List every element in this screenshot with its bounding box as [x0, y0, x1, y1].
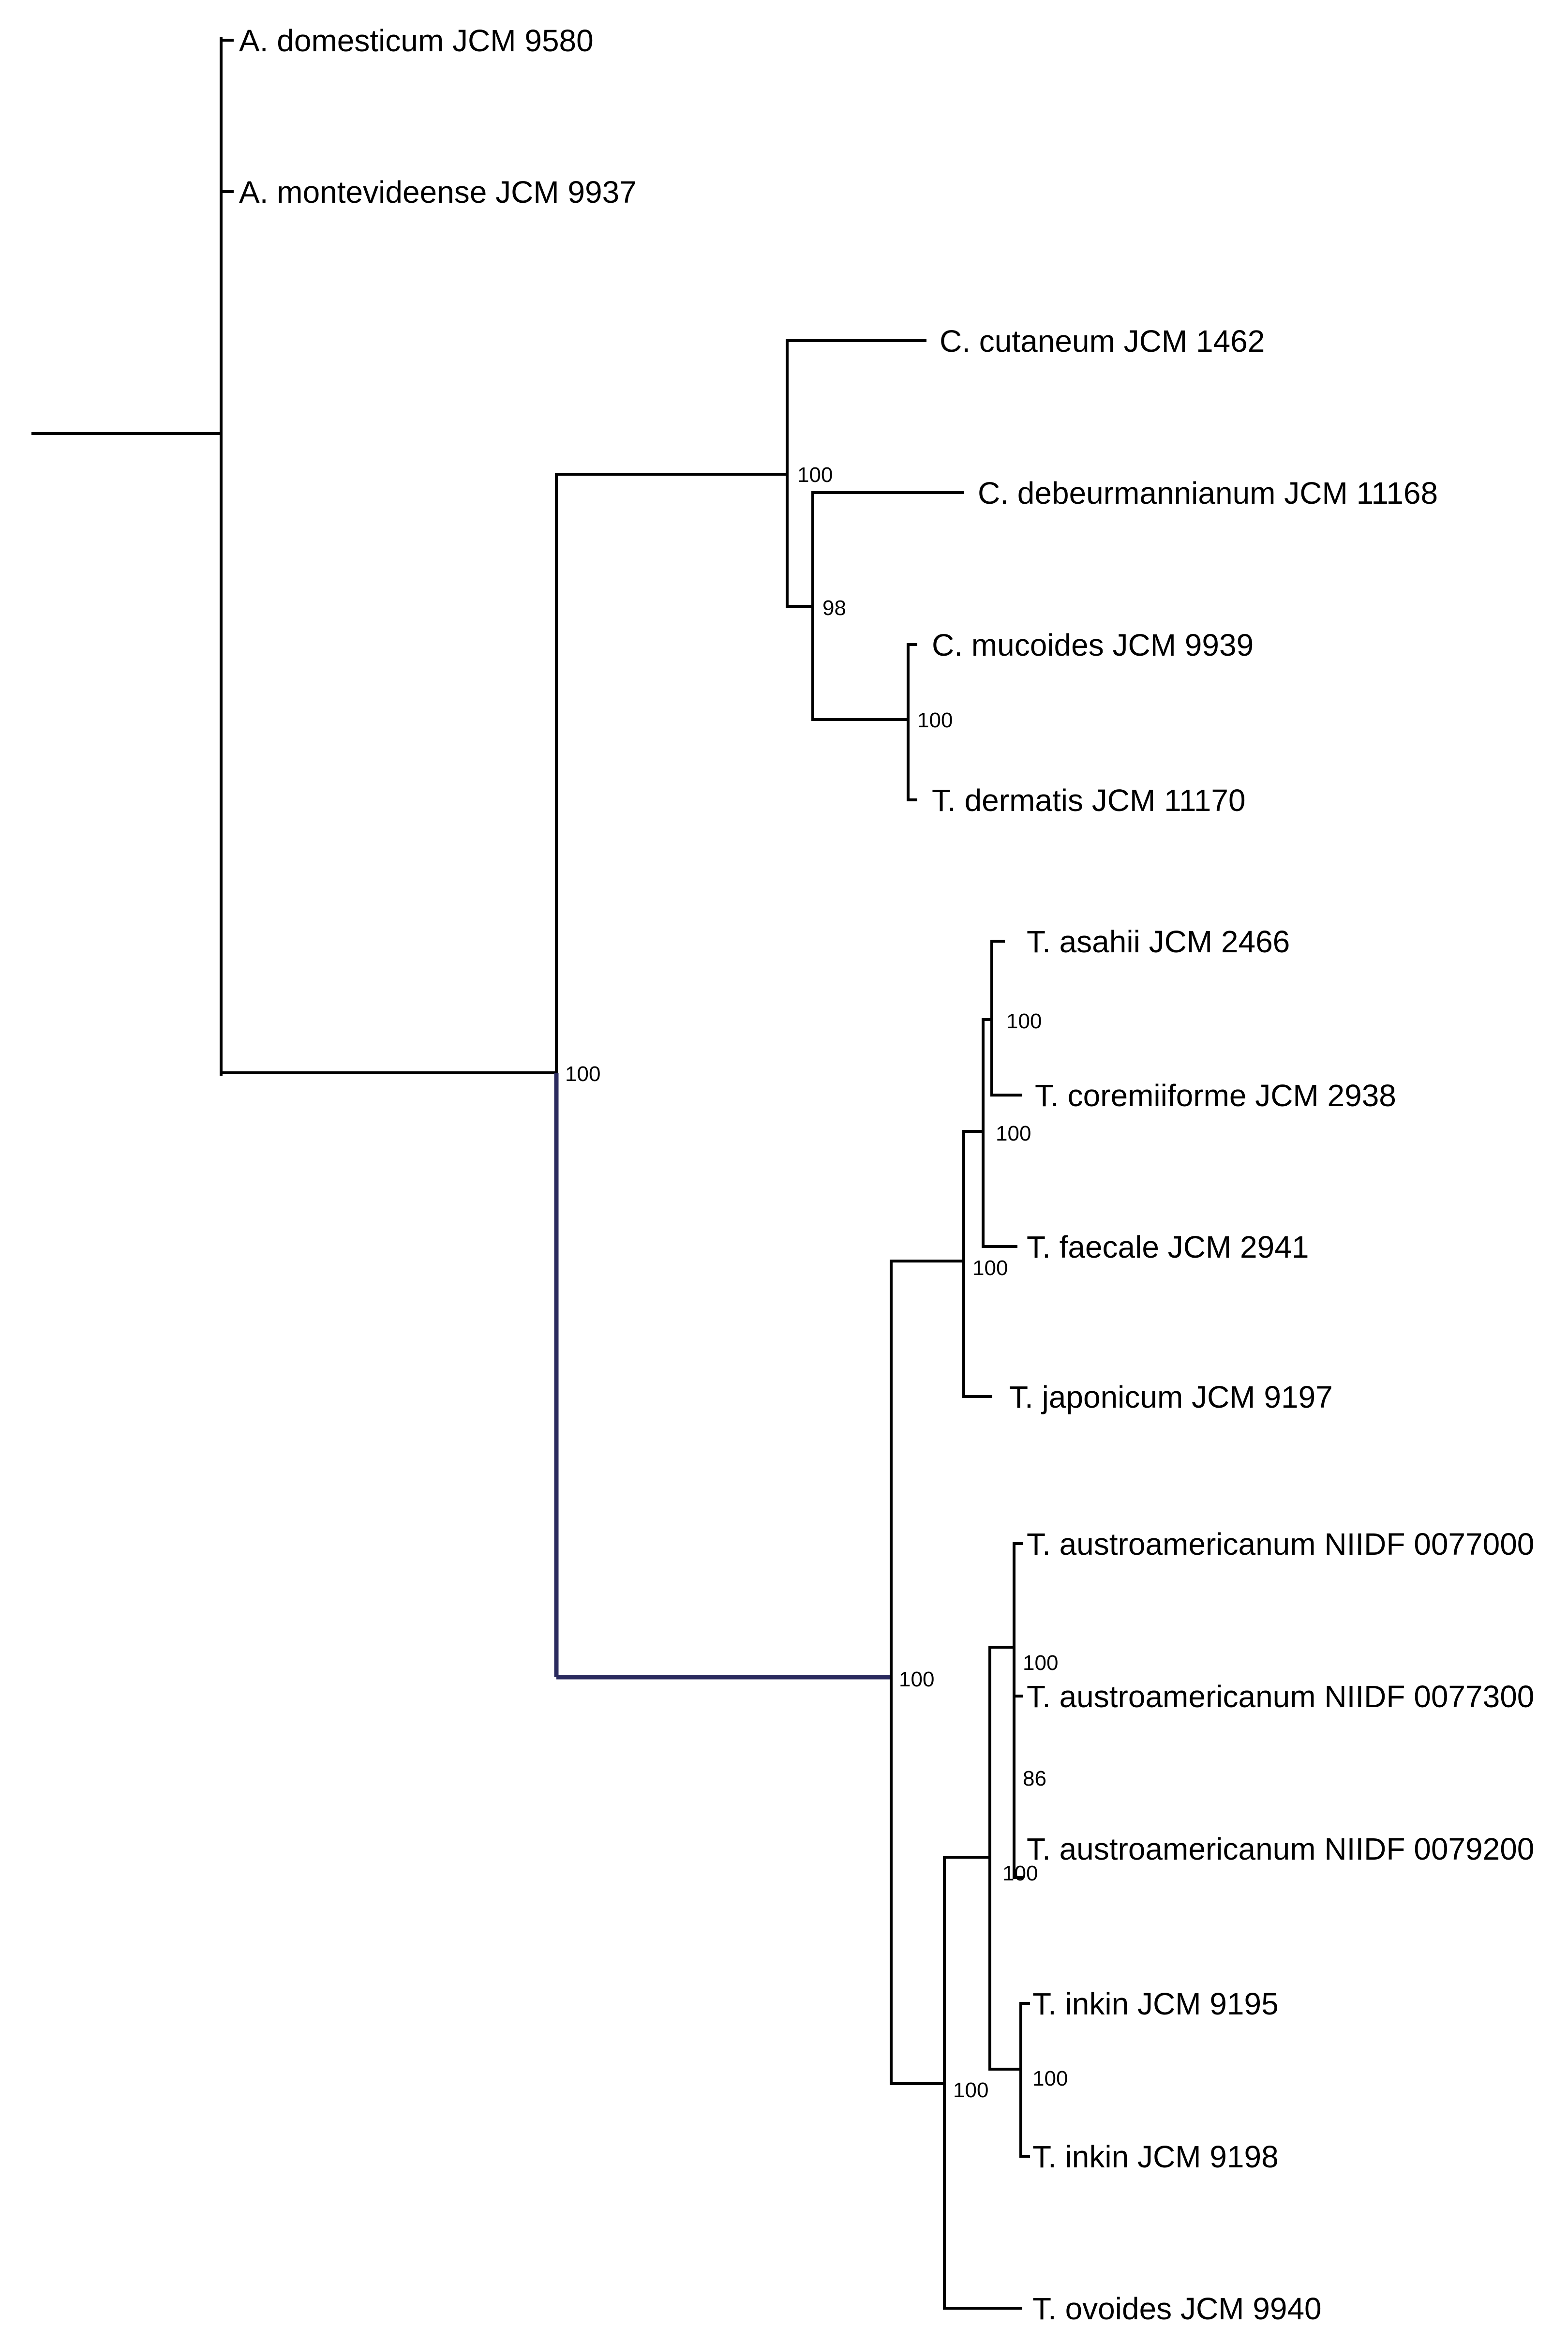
- support-labels: 100 100 98 100 100 100 100 100 100 86 10…: [565, 463, 1068, 2102]
- leaf-label: T. dermatis JCM 11170: [932, 783, 1246, 818]
- leaf-label: A. montevideense JCM 9937: [239, 175, 637, 210]
- leaf-label: T. austroamericanum NIIDF 0077300: [1027, 1679, 1534, 1714]
- leaf-label: C. debeurmannianum JCM 11168: [978, 476, 1438, 511]
- leaf-label: C. cutaneum JCM 1462: [940, 324, 1265, 359]
- leaf-label: T. asahii JCM 2466: [1027, 924, 1290, 959]
- support-value: 100: [1023, 1651, 1058, 1675]
- support-value: 100: [899, 1668, 934, 1691]
- support-value: 100: [1032, 2067, 1068, 2090]
- leaf-label: T. faecale JCM 2941: [1027, 1230, 1309, 1264]
- support-value: 100: [917, 708, 953, 732]
- support-value: 100: [1002, 1862, 1038, 1885]
- leaf-label: T. inkin JCM 9195: [1032, 1986, 1279, 2021]
- support-value: 100: [797, 463, 833, 487]
- leaf-label: T. inkin JCM 9198: [1032, 2139, 1279, 2174]
- support-value: 100: [1006, 1009, 1042, 1033]
- leaf-label: C. mucoides JCM 9939: [932, 628, 1254, 662]
- tree-branches: [31, 37, 1030, 2310]
- leaf-labels: A. domesticum JCM 9580 A. montevideense …: [239, 23, 1534, 2326]
- support-value: 100: [996, 1122, 1031, 1145]
- leaf-label: T. ovoides JCM 9940: [1032, 2291, 1322, 2326]
- support-value: 100: [953, 2078, 988, 2102]
- leaf-label: T. austroamericanum NIIDF 0077000: [1027, 1527, 1534, 1562]
- support-value: 86: [1023, 1767, 1046, 1790]
- support-value: 100: [565, 1062, 600, 1086]
- support-value: 100: [972, 1256, 1008, 1280]
- leaf-label: A. domesticum JCM 9580: [239, 23, 594, 58]
- leaf-label: T. coremiiforme JCM 2938: [1035, 1078, 1396, 1113]
- support-value: 98: [822, 596, 846, 620]
- leaf-label: T. japonicum JCM 9197: [1009, 1380, 1333, 1414]
- leaf-label: T. austroamericanum NIIDF 0079200: [1027, 1832, 1534, 1866]
